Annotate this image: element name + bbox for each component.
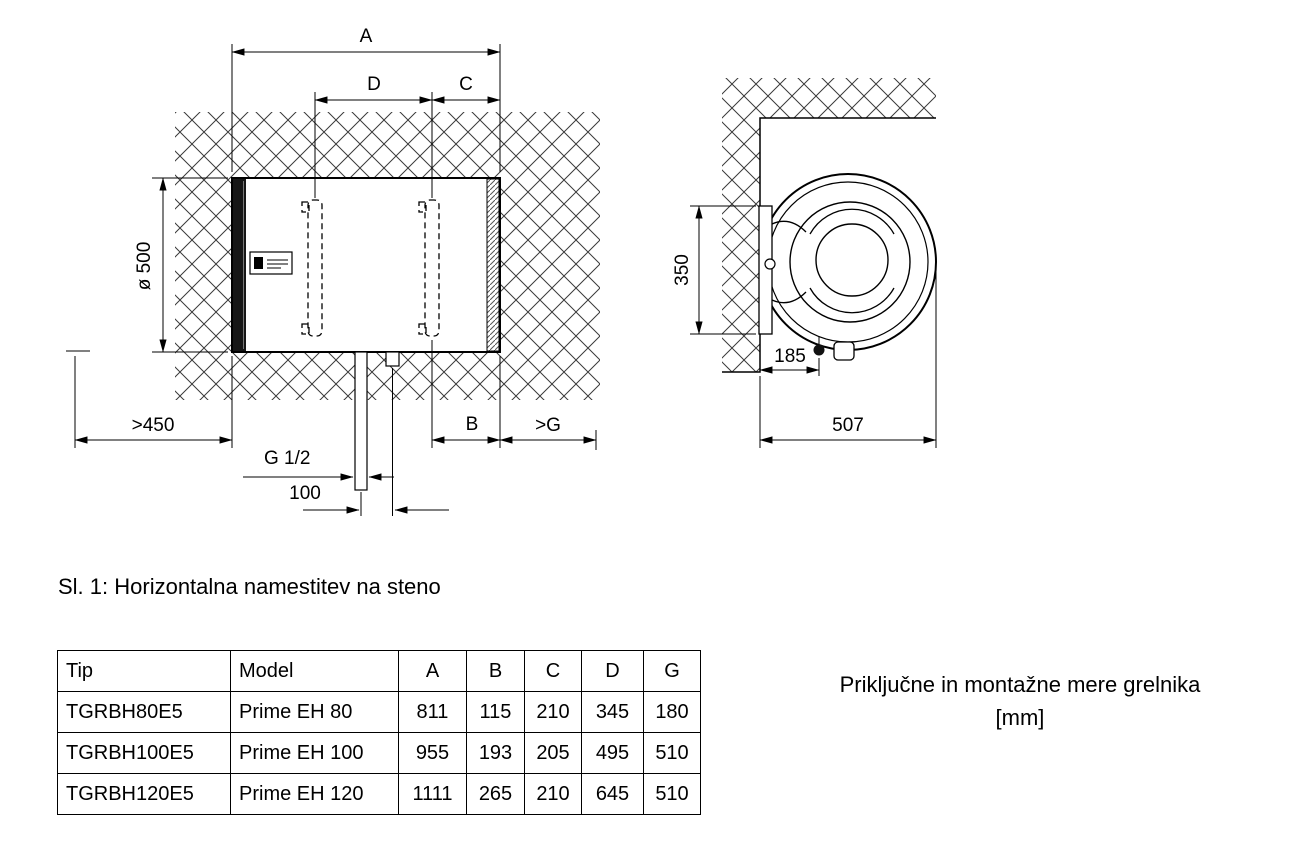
dim-label-c: C [459,74,473,95]
table-header-row: Tip Model A B C D G [57,650,701,692]
table-cell: Prime EH 120 [230,773,399,815]
heating-element-tube [809,208,895,235]
units-note-line2: [mm] [995,705,1045,730]
drain-valve [813,344,825,356]
front-view: A D C ø 500 [66,26,600,516]
col-header-b: B [466,650,525,692]
dimension-thread: G 1/2 [243,448,394,481]
side-view: 350 185 507 [672,78,937,448]
col-header-g: G [643,650,701,692]
dimension-c: C [431,74,501,104]
figure-caption: Sl. 1: Horizontalna namestitev na steno [58,574,441,599]
table-cell: 495 [581,732,644,774]
dim-label-350: 350 [672,254,693,286]
table-cell: 510 [643,773,701,815]
table-cell: 210 [524,691,582,733]
mount-plate [758,205,773,335]
dim-label-thread: G 1/2 [264,448,310,469]
units-note-line1: Priključne in montažne mere grelnika [839,672,1201,697]
units-note: Priključne in montažne mere grelnika [mm… [772,668,1268,734]
mounting-rail-left [301,199,323,337]
mounting-rail-right [418,199,440,337]
table-cell: TGRBH80E5 [57,691,231,733]
table-cell: 265 [466,773,525,815]
technical-drawing: A D C ø 500 [66,26,937,516]
col-header-a: A [398,650,467,692]
dimension-d: D [314,74,433,198]
table-cell: TGRBH120E5 [57,773,231,815]
dimensions-table: Tip Model A B C D G TGRBH80E5 Prime EH 8… [57,650,701,815]
dimension-b: B [431,340,501,448]
col-header-model: Model [230,650,399,692]
mount-screw [764,258,776,270]
dimension-min-right-clearance: >G [499,415,597,450]
outlet-stub [385,351,400,367]
table-row: TGRBH80E5 Prime EH 80 811 115 210 345 18… [57,691,701,733]
col-header-c: C [524,650,582,692]
table-cell: 645 [581,773,644,815]
heater-left-cap [233,179,246,351]
dimension-height-350: 350 [672,205,756,335]
table-cell: Prime EH 100 [230,732,399,774]
dimension-depth-507: 507 [759,268,937,448]
col-header-tip: Tip [57,650,231,692]
dim-label-a: A [360,26,373,47]
bottom-cover [833,341,855,361]
dim-label-min-left: >450 [132,415,175,436]
rating-label [249,251,293,275]
table-cell: 210 [524,773,582,815]
dimension-a: A [231,26,501,172]
dim-label-d: D [367,74,381,95]
dimension-diameter: ø 500 [134,177,228,353]
table-cell: 1111 [398,773,467,815]
col-header-d: D [581,650,644,692]
table-cell: 193 [466,732,525,774]
dim-label-b: B [466,414,479,435]
table-row: TGRBH100E5 Prime EH 100 955 193 205 495 … [57,732,701,774]
table-cell: 345 [581,691,644,733]
table-cell: 811 [398,691,467,733]
heater-right-cap [486,178,500,352]
dimension-drain-185: 185 [759,346,820,376]
table-cell: 205 [524,732,582,774]
tank-center-circle [815,223,889,297]
table-cell: Prime EH 80 [230,691,399,733]
dim-label-min-right: >G [535,415,561,436]
dimension-pipe-offset: 100 [289,368,449,516]
dimension-min-left-clearance: >450 [66,350,233,448]
table-cell: 955 [398,732,467,774]
table-cell: TGRBH100E5 [57,732,231,774]
dim-label-diameter: ø 500 [134,242,155,291]
table-cell: 180 [643,691,701,733]
dim-label-pipe-offset: 100 [289,483,321,504]
wall-hatch-side [722,78,936,372]
inlet-pipe [354,351,368,491]
table-cell: 115 [466,691,525,733]
dim-label-185: 185 [774,346,806,367]
table-cell: 510 [643,732,701,774]
dim-label-507: 507 [832,415,864,436]
table-row: TGRBH120E5 Prime EH 120 1111 265 210 645… [57,773,701,815]
